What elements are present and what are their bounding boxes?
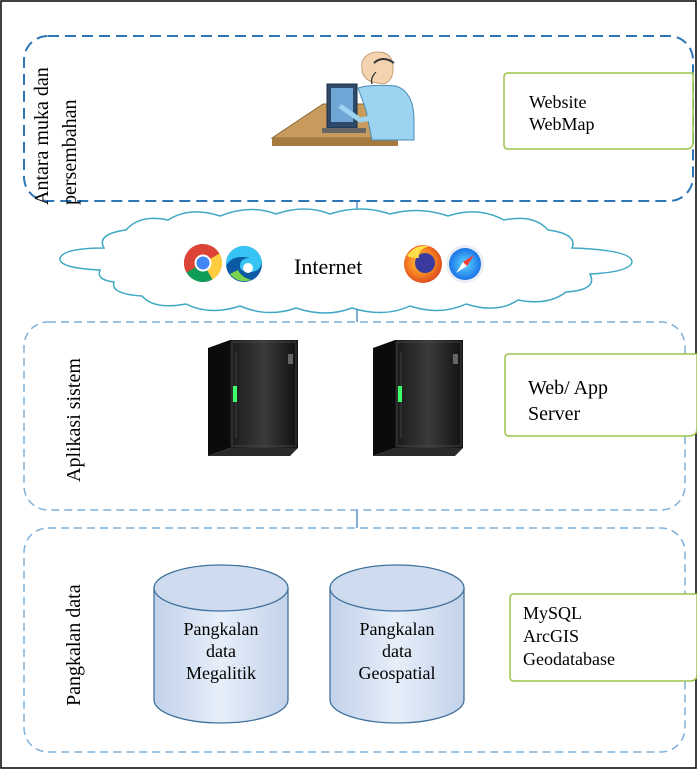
note-presentation-line1: Website bbox=[529, 92, 587, 112]
data-layer-label: Pangkalan data bbox=[63, 584, 85, 706]
presentation-layer-label-line1: Antara muka dan bbox=[31, 67, 53, 205]
database-megalitik-line1: Pangkalan bbox=[184, 619, 259, 639]
safari-icon bbox=[446, 245, 484, 283]
presentation-layer-label-line2: persembahan bbox=[59, 99, 81, 205]
chrome-icon bbox=[183, 243, 223, 283]
note-system: Web/ App Server bbox=[504, 353, 697, 437]
note-data-line2: ArcGIS bbox=[523, 626, 579, 646]
user-at-computer-icon bbox=[270, 51, 415, 146]
note-system-line2: Server bbox=[528, 403, 581, 425]
database-icon: Pangkalan data Megalitik bbox=[153, 564, 289, 724]
edge-icon bbox=[225, 245, 262, 282]
database-megalitik-line3: Megalitik bbox=[186, 663, 256, 683]
note-presentation-line2: WebMap bbox=[529, 114, 595, 134]
internet-cloud bbox=[59, 208, 633, 314]
database-geospatial-line3: Geospatial bbox=[359, 663, 436, 683]
note-presentation: Website WebMap bbox=[503, 72, 694, 150]
note-data-line1: MySQL bbox=[523, 603, 582, 623]
database-geospatial-line2: data bbox=[382, 641, 412, 661]
firefox-icon bbox=[404, 245, 442, 283]
database-geospatial-line1: Pangkalan bbox=[360, 619, 435, 639]
data-layer-box bbox=[23, 527, 686, 753]
note-system-line1: Web/ App bbox=[528, 377, 608, 399]
server-icon bbox=[373, 340, 463, 456]
system-layer-label: Aplikasi sistem bbox=[63, 358, 85, 482]
internet-label: Internet bbox=[294, 254, 362, 279]
note-data-line3: Geodatabase bbox=[523, 649, 615, 669]
server-icon bbox=[208, 340, 298, 456]
database-icon: Pangkalan data Geospatial bbox=[329, 564, 465, 724]
database-megalitik-line2: data bbox=[206, 641, 236, 661]
note-data: MySQL ArcGIS Geodatabase bbox=[509, 593, 697, 682]
